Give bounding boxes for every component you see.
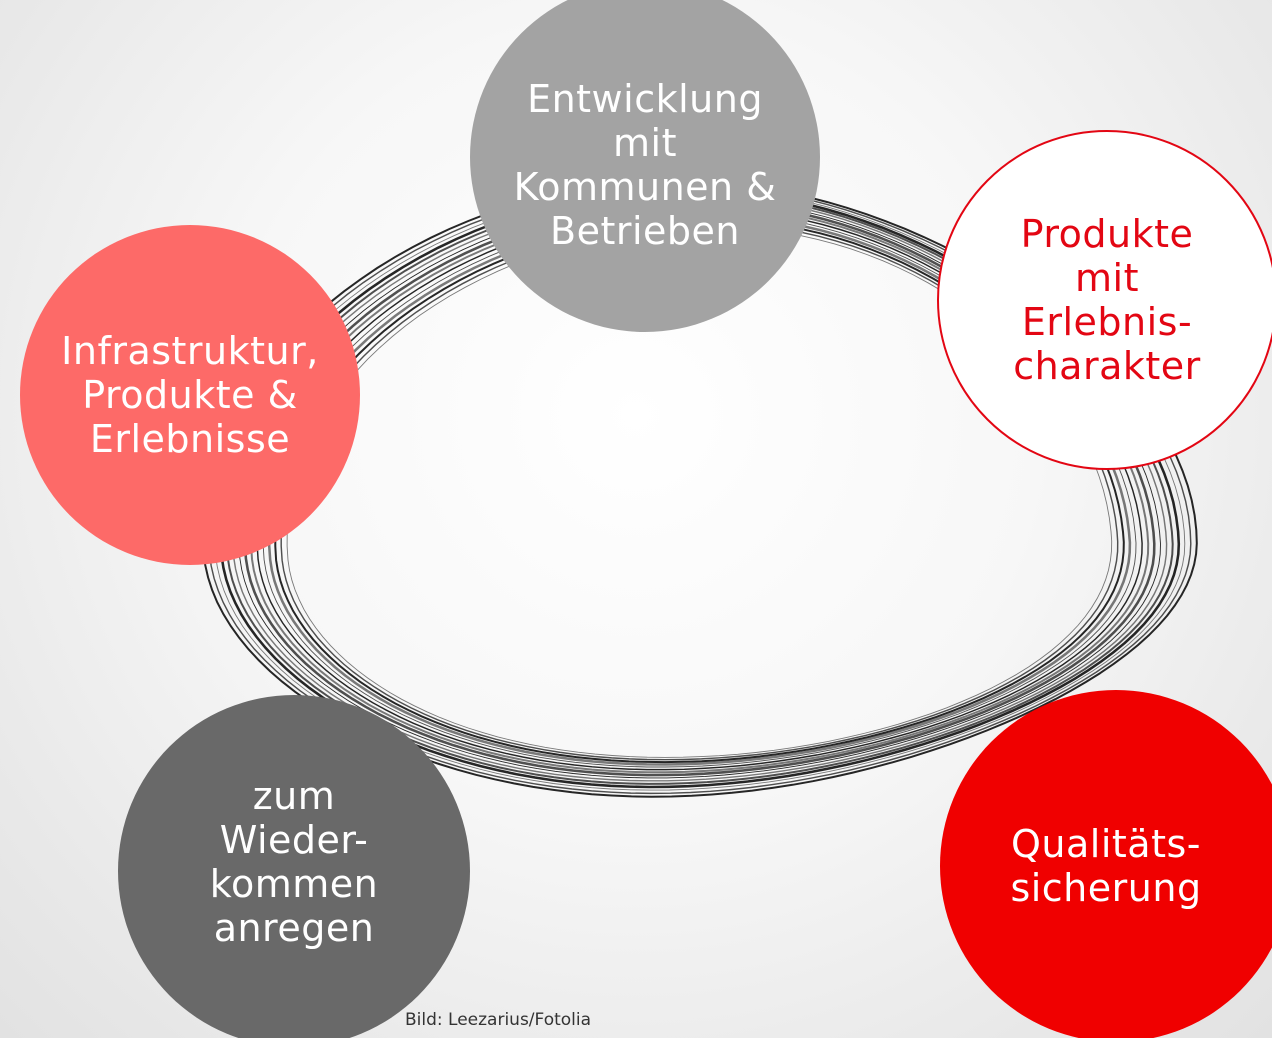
swirl-stroke xyxy=(286,225,1113,758)
node-wiederkommen-line-4: anregen xyxy=(213,906,375,951)
node-qualitaetssicherung-line-2: sicherung xyxy=(1010,866,1202,910)
node-produkte-erlebnischarakter: Produkte mit Erlebnis- charakter xyxy=(937,130,1272,470)
node-produkte-line-4: charakter xyxy=(1013,344,1201,389)
node-infrastruktur-line-3: Erlebnisse xyxy=(89,417,291,462)
node-entwicklung: Entwicklung mit Kommunen & Betrieben xyxy=(470,0,820,332)
node-entwicklung-line-2: mit xyxy=(613,120,677,165)
image-credit: Bild: Leezarius/Fotolia xyxy=(405,1010,592,1030)
node-produkte-line-3: Erlebnis- xyxy=(1021,300,1193,344)
node-infrastruktur: Infrastruktur, Produkte & Erlebnisse xyxy=(20,225,360,565)
node-entwicklung-line-3: Kommunen & xyxy=(513,165,777,209)
node-wiederkommen-line-1: zum xyxy=(252,773,336,818)
node-qualitaetssicherung-line-1: Qualitäts- xyxy=(1011,821,1201,866)
node-wiederkommen-line-3: kommen xyxy=(209,862,379,906)
node-produkte-line-2: mit xyxy=(1075,255,1139,300)
node-entwicklung-line-1: Entwicklung xyxy=(527,76,763,121)
node-infrastruktur-line-2: Produkte & xyxy=(82,372,298,417)
node-entwicklung-line-4: Betrieben xyxy=(550,209,740,254)
node-qualitaetssicherung: Qualitäts- sicherung xyxy=(940,690,1272,1038)
node-infrastruktur-line-1: Infrastruktur, xyxy=(61,328,319,373)
swirl-stroke xyxy=(280,221,1119,761)
node-wiederkommen: zum Wieder- kommen anregen xyxy=(118,695,470,1038)
node-wiederkommen-line-2: Wieder- xyxy=(219,817,369,862)
node-produkte-line-1: Produkte xyxy=(1020,211,1194,256)
